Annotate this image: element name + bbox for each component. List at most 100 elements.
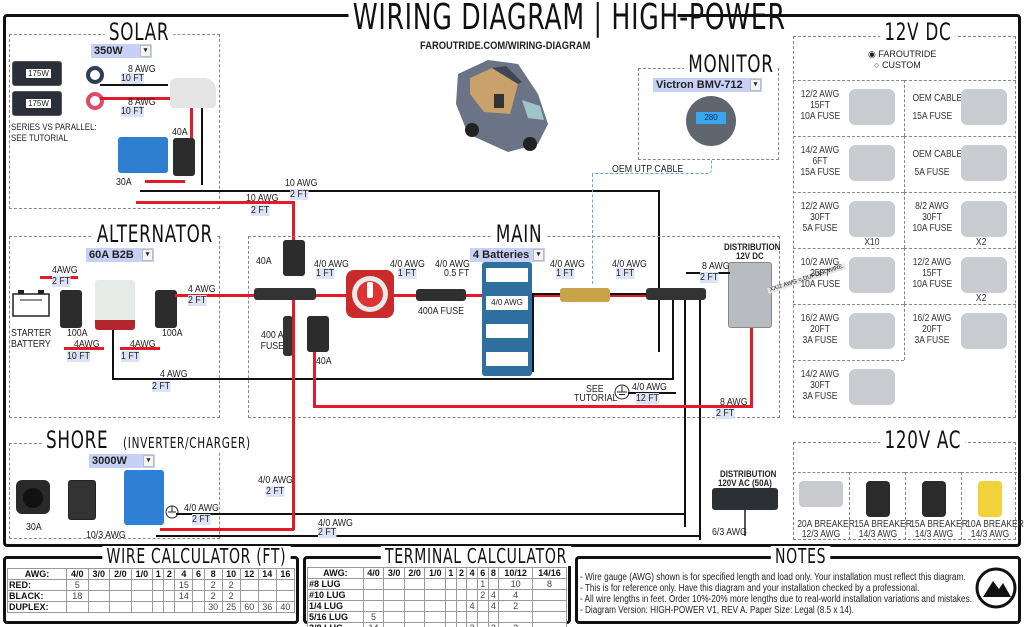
- radio-faroutride[interactable]: ◉ FAROUTRIDE: [868, 49, 936, 60]
- column-header: 2/0: [403, 567, 426, 579]
- row-label: 5/16 LUG: [307, 611, 364, 623]
- radio-selected-icon: ◉: [868, 49, 876, 59]
- monitor-screen: 280: [696, 112, 726, 124]
- roof-fan-icon: [849, 89, 895, 125]
- dropdown-value: Victron BMV-712: [656, 79, 743, 91]
- utp-cable: [592, 174, 594, 284]
- dropdown-value: 60A B2B: [89, 249, 134, 261]
- breaker-spec: 20A BREAKER: [797, 519, 855, 530]
- negative-busbar: [646, 288, 706, 300]
- wire-awg-label: 4AWG: [52, 265, 78, 276]
- battery-count-dropdown[interactable]: 4 Batteries▾: [470, 248, 545, 262]
- table-cell: 2: [221, 590, 241, 602]
- table-cell: 5: [66, 579, 89, 591]
- load-spec: OEM CABLE: [912, 149, 963, 160]
- table-cell: [362, 578, 385, 590]
- wire-calculator-title: WIRE CALCULATOR (FT): [102, 546, 291, 566]
- wire-length-label: 10 FT: [121, 106, 144, 117]
- ac-breaker-panel: [712, 488, 778, 510]
- breaker-rating: 40A: [316, 356, 332, 367]
- solar-title: SOLAR: [104, 20, 174, 44]
- ac-distribution-label: DISTRIBUTION: [720, 469, 777, 479]
- switch-icon: [849, 369, 895, 405]
- circuit-breaker: [173, 138, 195, 176]
- wire-awg-label: 4/0 AWG: [390, 259, 425, 270]
- circuit-breaker: [155, 290, 177, 328]
- table-cell: 2: [466, 622, 478, 627]
- column-header: 4: [466, 567, 478, 579]
- table-cell: [445, 578, 457, 590]
- table-cell: [532, 589, 567, 601]
- cable-coil-black: [86, 66, 104, 84]
- wire-awg-label: 4/0 AWG: [314, 259, 349, 270]
- column-header: 1: [445, 567, 457, 579]
- inverter-size-dropdown[interactable]: 3000W▾: [89, 454, 155, 468]
- column-header: 4/0: [362, 567, 385, 579]
- battery: [486, 324, 528, 338]
- dropdown-arrow-icon: ▾: [533, 249, 544, 261]
- wire-awg-label: 8 AWG: [128, 64, 156, 75]
- battery: 4/0 AWG: [486, 296, 528, 310]
- column-header: 10/12: [498, 567, 534, 579]
- radio-custom[interactable]: ○ CUSTOM: [874, 60, 921, 70]
- wire-negative: [672, 300, 674, 380]
- outlet-icon: [922, 481, 946, 517]
- table-cell: [163, 601, 176, 613]
- breaker-rating: 100A: [67, 328, 88, 339]
- table-cell: [66, 601, 89, 613]
- outlet-icon: [866, 481, 890, 517]
- alternator-charger-dropdown[interactable]: 60A B2B▾: [86, 248, 154, 262]
- row-label: 3/8 LUG: [307, 622, 364, 627]
- dropdown-value: 350W: [94, 45, 123, 57]
- row-label: #8 LUG: [307, 578, 364, 590]
- wire-negative: [699, 300, 701, 540]
- class-t-fuse: [283, 316, 293, 356]
- wire-positive: [160, 528, 294, 531]
- dc12-title: 12V DC: [880, 20, 956, 44]
- shore-cable-label: 10/3 AWG: [86, 530, 126, 541]
- wire-negative: [684, 300, 686, 527]
- table-cell: [424, 578, 447, 590]
- table-cell: [403, 622, 426, 627]
- table-cell: [403, 611, 426, 623]
- table-cell: [163, 590, 176, 602]
- load-spec: 15FT: [922, 268, 942, 279]
- column-header: 6: [192, 568, 205, 580]
- column-header: 1: [152, 568, 165, 580]
- table-cell: [192, 590, 205, 602]
- battery-bank: 4/0 AWG: [482, 262, 532, 376]
- column-header: 14: [257, 568, 277, 580]
- wire-awg-label: 4/0 AWG: [435, 259, 470, 270]
- table-cell: 18: [66, 590, 89, 602]
- ground-icon: [165, 505, 179, 519]
- fridge-icon: [849, 145, 895, 181]
- table-cell: [403, 589, 426, 601]
- solar-panel: 175W: [12, 61, 62, 86]
- table-cell: [152, 590, 165, 602]
- water-pump-icon: [849, 257, 895, 293]
- column-header: 2: [455, 567, 468, 579]
- wire-positive: [313, 405, 753, 408]
- table-cell: [455, 600, 468, 612]
- table-cell: [383, 622, 405, 627]
- circuit-breaker: [283, 240, 305, 276]
- column-header: 1/0: [130, 568, 154, 580]
- table-cell: [455, 589, 468, 601]
- controller-rating: 30A: [116, 177, 132, 188]
- distribution-label: DISTRIBUTION: [724, 242, 781, 252]
- wire-length-label: 1 FT: [121, 351, 140, 362]
- monitor-model-dropdown[interactable]: Victron BMV-712▾: [653, 78, 762, 92]
- table-cell: [424, 600, 447, 612]
- site-url[interactable]: FAROUTRIDE.COM/WIRING-DIAGRAM: [420, 40, 591, 52]
- circuit-breaker: [307, 316, 329, 352]
- table-cell: [109, 579, 132, 591]
- solar-size-dropdown[interactable]: 350W▾: [91, 44, 152, 58]
- breaker-spec: 10A BREAKER: [966, 519, 1024, 530]
